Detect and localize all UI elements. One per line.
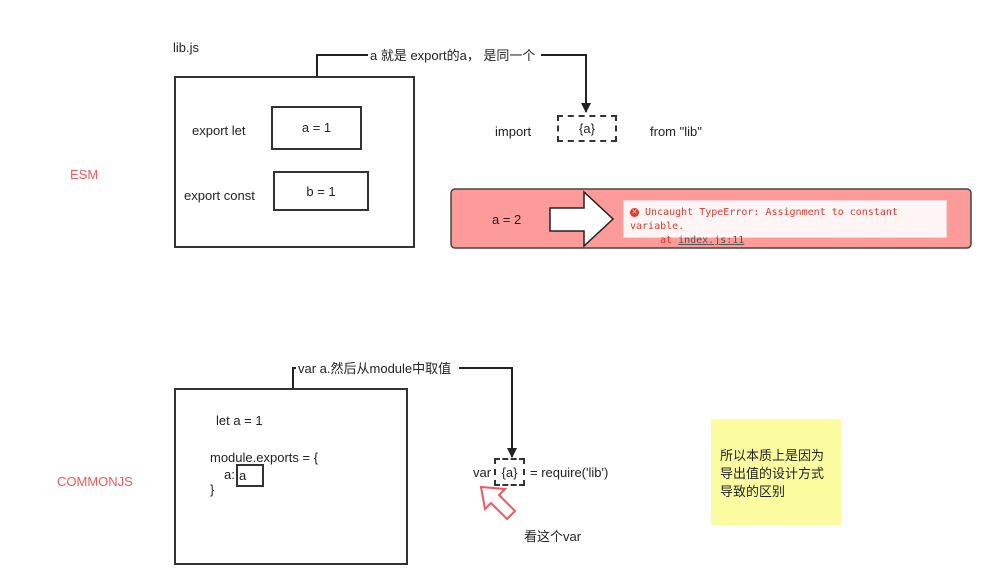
error-at-label: at: [660, 235, 673, 246]
prop-value-box: a: [236, 464, 264, 487]
import-keyword: import: [495, 124, 532, 139]
require-clause: = require('lib'): [530, 465, 609, 480]
from-clause: from "lib": [650, 124, 702, 139]
export-const-label: export const: [184, 188, 255, 203]
var-binding-box: {a}: [494, 458, 525, 486]
console-error-panel: ✕ Uncaught TypeError: Assignment to cons…: [623, 200, 947, 246]
close-brace: }: [210, 482, 215, 497]
sticky-note-line3: 导致的区别: [720, 484, 786, 499]
prop-key: a:: [224, 467, 235, 482]
let-line: let a = 1: [216, 413, 263, 428]
const-value-text: b = 1: [306, 184, 336, 199]
export-let-label: export let: [192, 123, 246, 138]
sticky-note-line1: 所以本质上是因为: [720, 448, 825, 463]
const-value-box: b = 1: [273, 171, 369, 211]
reassign-text: a = 2: [492, 212, 522, 227]
error-message: Uncaught TypeError: Assignment to consta…: [630, 207, 898, 232]
exports-line: module.exports = {: [210, 450, 319, 465]
file-label: lib.js: [173, 40, 200, 55]
sticky-note-line2: 导出值的设计方式: [720, 466, 825, 481]
var-keyword: var: [473, 465, 492, 480]
var-binding-text: {a}: [501, 465, 518, 480]
import-binding-box: {a}: [557, 115, 617, 142]
sticky-note: 所以本质上是因为 导出值的设计方式 导致的区别: [711, 419, 841, 525]
let-value-box: a = 1: [271, 106, 362, 150]
error-circle-icon: ✕: [630, 208, 639, 217]
pointer-arrow-icon: [479, 485, 517, 521]
prop-value-text: a: [239, 468, 247, 483]
let-value-text: a = 1: [301, 120, 332, 135]
commonjs-module-box: [174, 388, 408, 565]
import-binding-text: {a}: [579, 121, 595, 136]
commonjs-callout-text: var a.然后从module中取值: [298, 361, 452, 376]
look-note: 看这个var: [524, 529, 582, 544]
big-white-arrow-icon: [549, 190, 615, 248]
commonjs-section-label: COMMONJS: [57, 474, 133, 489]
lib-module-box: [174, 76, 415, 248]
error-source-link[interactable]: index.js:11: [678, 235, 745, 246]
esm-section-label: ESM: [70, 167, 99, 182]
esm-callout-text: a 就是 export的a， 是同一个: [370, 48, 536, 63]
